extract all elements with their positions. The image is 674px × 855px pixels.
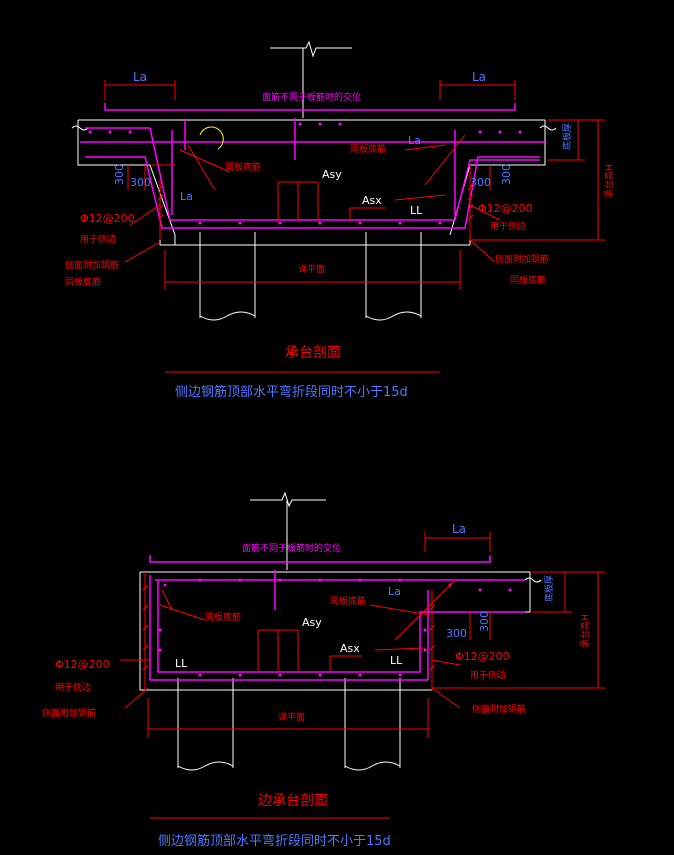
side-add-right-2-1: 同板底筋	[510, 274, 546, 286]
title-1: 承台剖面	[285, 345, 341, 361]
slab-thickness-1: 底板厚	[561, 123, 573, 150]
same-bottom-right-1: 同板底筋	[350, 143, 386, 155]
side-add-right-2: 侧面附加钢筋	[472, 703, 526, 715]
la-top-right-1: La	[472, 70, 486, 84]
ll-1: LL	[410, 204, 423, 217]
asx-2: Asx	[340, 642, 360, 655]
leaders-1	[124, 134, 501, 263]
stirrup-right-2: Φ12@200	[455, 650, 510, 663]
pile-left-2	[177, 678, 234, 771]
rebar-2	[149, 555, 525, 681]
pile-right-1	[365, 232, 422, 321]
la-top-2: La	[452, 522, 466, 536]
la-right-1: La	[408, 134, 421, 147]
stirrup-left-2: Φ12@200	[55, 658, 110, 671]
dim-300-b-2: 300	[478, 611, 491, 632]
same-bottom-right-2: 同板底筋	[330, 595, 366, 607]
break-line-top-2	[250, 491, 326, 570]
side-hatch-1	[157, 180, 474, 240]
dim-300-b-1: 300	[130, 176, 151, 189]
side-hatch-2	[142, 572, 436, 690]
stirrup-right-use-2: 用于侧边	[470, 669, 506, 681]
rebar-dots-1	[88, 122, 522, 225]
side-add-right-1: 侧面附加钢筋	[495, 253, 549, 265]
note-1: 侧边钢筋顶部水平弯折段同时不小于15d	[175, 384, 408, 400]
detail-plan-2: 详平面	[278, 711, 305, 723]
stirrup-right-1: Φ12@200	[478, 202, 533, 215]
la-right-2: La	[388, 585, 401, 598]
top-note-2: 面筋不同于板筋时的交位	[242, 542, 341, 554]
ll-right-2: LL	[390, 654, 403, 667]
pile-left-1	[199, 232, 256, 321]
asy-1: Asy	[322, 168, 342, 181]
side-add-left-2-1: 同板底筋	[65, 276, 101, 288]
stirrup-right-use-1: 用于侧边	[490, 220, 526, 232]
stirrup-left-use-2: 用于侧边	[55, 681, 91, 693]
la-top-left-1: La	[133, 70, 147, 84]
title-2: 边承台剖面	[258, 793, 328, 809]
side-add-left-2: 侧面附加钢筋	[42, 707, 96, 719]
asx-1: Asx	[362, 194, 382, 207]
asy-2: Asy	[302, 616, 322, 629]
section-1: La La 面筋不同于板筋时的交位 La La 300 300 300 300 …	[65, 40, 615, 400]
hook-arc-1	[199, 126, 224, 150]
dim-300-c-1: 300	[470, 176, 491, 189]
dim-300-a-2: 300	[446, 627, 467, 640]
ll-left-2: LL	[175, 657, 188, 670]
la-left-1: La	[180, 190, 193, 203]
dim-300-d-1: 300	[500, 164, 513, 185]
stirrup-left-use-1: 用于侧边	[80, 233, 116, 245]
break-line-top-1	[270, 40, 352, 118]
side-add-left-1: 侧面附加钢筋	[65, 259, 119, 271]
same-bottom-left-2: 同板底筋	[205, 611, 241, 623]
pile-right-2	[344, 678, 401, 771]
note-2: 侧边钢筋顶部水平弯折段同时不小于15d	[158, 833, 391, 849]
dimensions-1	[104, 80, 605, 290]
cap-height-1: 承台高H	[603, 164, 615, 198]
dimensions-2	[147, 532, 605, 738]
detail-plan-1: 详平面	[298, 263, 325, 275]
leaders-2	[120, 579, 461, 709]
stirrup-left-1: Φ12@200	[80, 212, 135, 225]
top-note-1: 面筋不同于板筋时的交位	[262, 91, 361, 103]
rebar-1	[80, 103, 545, 229]
cap-height-2: 承台高H	[579, 614, 591, 648]
same-bottom-left-1: 同板底筋	[225, 161, 261, 173]
slab-thickness-2: 底板厚	[543, 575, 555, 602]
dim-300-a-1: 300	[113, 164, 126, 185]
section-2: La 面筋不同于板筋时的交位 La 300 300 同板底筋 同板底筋 Asy …	[42, 491, 605, 849]
